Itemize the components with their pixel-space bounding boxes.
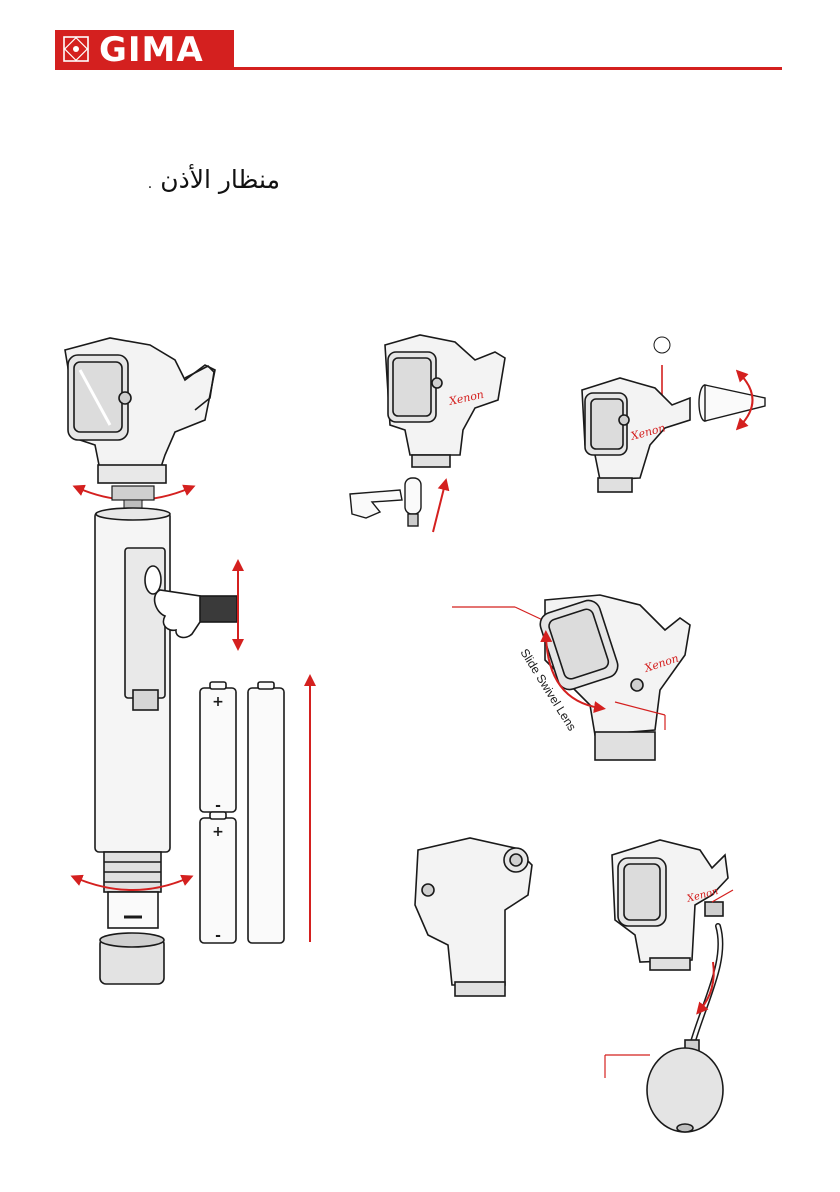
battery-icon bbox=[200, 682, 284, 943]
battery-plus-1: + bbox=[212, 694, 224, 710]
bulb-arrow bbox=[433, 484, 445, 532]
speculum-icon bbox=[699, 385, 765, 421]
callout-circle bbox=[654, 337, 670, 353]
bulb-icon bbox=[350, 478, 421, 526]
battery-minus-1: - bbox=[215, 798, 221, 814]
otoscope-back-view bbox=[415, 838, 532, 996]
otoscope-head-icon bbox=[65, 338, 215, 483]
battery-minus-2: - bbox=[215, 928, 221, 944]
otoscope-swivel-view bbox=[537, 595, 690, 760]
battery-plus-2: + bbox=[212, 824, 224, 840]
otoscope-bulb-view bbox=[385, 335, 505, 467]
otoscope-insufflation-view bbox=[612, 840, 728, 970]
insufflation-bulb-icon bbox=[647, 1040, 723, 1132]
